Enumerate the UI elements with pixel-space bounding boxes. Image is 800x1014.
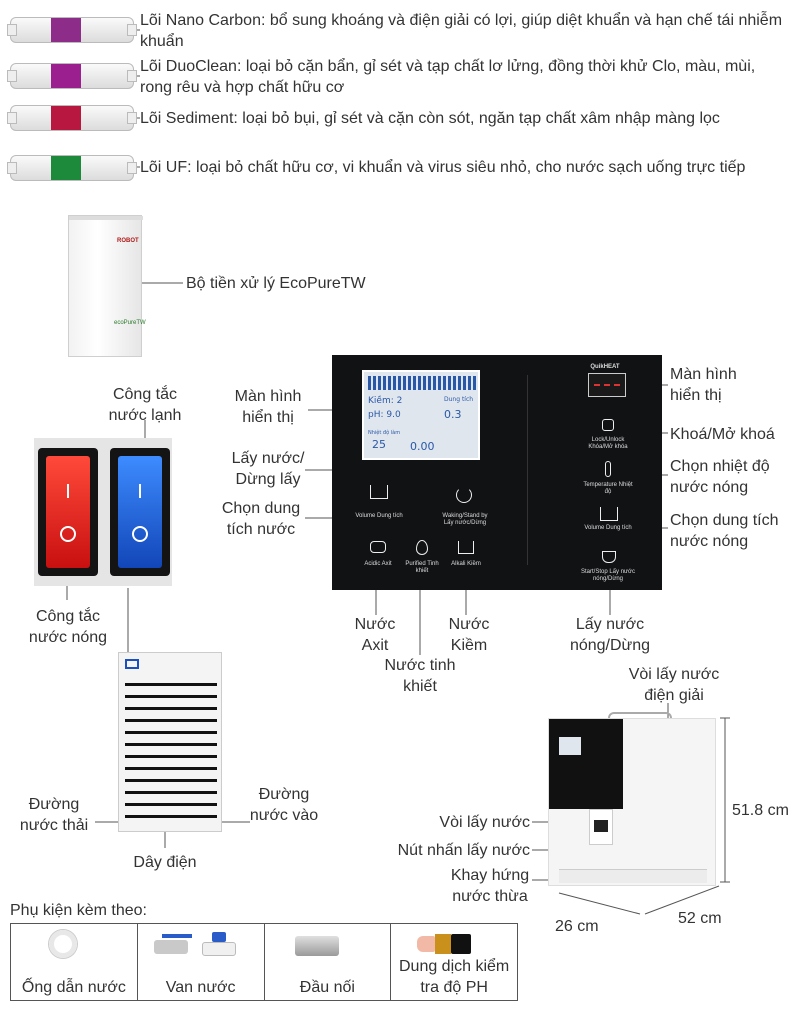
callout-hot-dispense: Lấy nước nóng/Dừng	[569, 616, 651, 654]
filter-sediment-label: Lõi Sediment: loại bỏ bụi, gỉ sét và cặn…	[140, 110, 720, 127]
volume-icon	[370, 485, 388, 499]
acidic-button-label: Acidic Axit	[364, 561, 392, 567]
callout-drain: Đường nước thải	[19, 796, 89, 834]
alkaline-cup-icon	[458, 541, 474, 554]
robot-logo: ROBOT	[117, 238, 139, 244]
callout-push-button: Nút nhấn lấy nước	[397, 842, 530, 859]
hot-volume-icon	[600, 507, 618, 521]
quickheat-label: QuikHEAT	[590, 364, 620, 370]
prefilter-unit-image: ROBOT ecoPureTW	[68, 215, 146, 357]
accessory-valve: Van nước	[138, 924, 265, 1000]
waking-button-label: Waking/Stand by Lấy nước/Dừng	[442, 513, 488, 526]
lock-icon	[602, 419, 614, 431]
machine-back-image	[118, 652, 222, 832]
filter-band	[51, 106, 81, 130]
callout-alkaline-water: Nước Kiềm	[448, 616, 490, 654]
filter-band	[51, 18, 81, 42]
accessories-heading: Phụ kiện kèm theo:	[10, 902, 147, 919]
tube-icon	[49, 930, 77, 958]
callout-acid-water: Nước Axit	[354, 616, 396, 654]
lcd-ph: pH: 9.0	[368, 410, 401, 420]
filter-sediment-image	[7, 105, 137, 131]
connector-icon	[294, 936, 339, 956]
machine-front-image	[548, 718, 716, 886]
callout-hot-volume: Chọn dung tích nước nóng	[670, 512, 779, 550]
hot-volume-button-label: Volume Dung tích	[584, 525, 632, 531]
filter-nano-carbon-image	[7, 17, 137, 43]
filter-duoclean-label: Lõi DuoClean: loại bỏ cặn bẩn, gỉ sét và…	[140, 58, 756, 96]
accessory-ph-test: Dung dịch kiểm tra độ PH	[391, 924, 517, 1000]
brass-valve-icon	[153, 940, 188, 954]
accessory-label: Đầu nối	[299, 979, 355, 996]
front-panel	[549, 719, 623, 809]
hot-cup-icon	[602, 551, 616, 563]
callout-lock-unlock: Khoá/Mở khoá	[670, 426, 775, 443]
ph-bottle-icon	[451, 934, 472, 954]
prefilter-label: Bộ tiền xử lý EcoPureTW	[186, 275, 366, 292]
callout-inlet: Đường nước vào	[249, 786, 319, 824]
lcd-alkaline-level: Kiềm: 2	[368, 396, 403, 406]
filter-nano-carbon-label: Lõi Nano Carbon: bổ sung khoáng và điện …	[140, 12, 783, 50]
filter-band	[51, 156, 81, 180]
temperature-button-label: Temperature Nhiệt độ	[583, 482, 633, 495]
callout-faucet: Vòi lấy nước	[439, 814, 530, 831]
accessory-connector: Đầu nối	[265, 924, 392, 1000]
dimension-depth: 26 cm	[555, 918, 599, 935]
acid-hand-icon	[370, 541, 386, 553]
lcd-flow: 0.00	[410, 440, 435, 453]
droplet-icon	[416, 540, 428, 555]
prefilter-side-text: ecoPureTW	[114, 320, 146, 326]
filter-uf-label: Lõi UF: loại bỏ chất hữu cơ, vi khuẩn và…	[140, 159, 746, 176]
accessory-tube: Ống dẫn nước	[11, 924, 138, 1000]
callout-purified-water: Nước tinh khiết	[384, 657, 456, 695]
purified-button-label: Purified Tinh khiết	[405, 561, 439, 574]
push-button	[589, 809, 613, 845]
filter-band	[51, 64, 81, 88]
filter-duoclean-image	[7, 63, 137, 89]
condenser-coil	[125, 683, 217, 823]
plastic-valve-icon	[201, 942, 236, 956]
filter-uf-image	[7, 155, 137, 181]
callout-cold-switch: Công tắc nước lạnh	[108, 386, 182, 424]
accessory-label: Ống dẫn nước	[21, 979, 126, 996]
callout-display-left: Màn hình hiển thị	[234, 388, 302, 426]
start-stop-button-label: Start/Stop Lấy nước nóng/Dừng	[581, 569, 635, 582]
electrolyte-faucet-pipe	[608, 712, 672, 718]
accessories-table: Ống dẫn nước Van nước Đầu nối Dung dịch …	[10, 923, 518, 1001]
callout-hot-switch: Công tắc nước nóng	[28, 608, 108, 646]
lcd-temp: 25	[372, 438, 386, 451]
accessory-label: Dung dịch kiểm tra độ PH	[398, 958, 510, 996]
drip-tray	[559, 869, 707, 883]
callout-drip-tray: Khay hứng nước thừa	[450, 867, 530, 905]
lock-button-label: Lock/Unlock Khóa/Mở khóa	[588, 437, 628, 450]
volume-button-label: Volume Dung tích	[355, 513, 403, 519]
hot-display	[588, 373, 626, 397]
lcd-volume-label: Dung tích	[444, 396, 474, 403]
switches-image	[34, 438, 172, 586]
callout-display-right: Màn hình hiển thị	[670, 366, 737, 404]
callout-dispense-stop: Lấy nước/ Dừng lấy	[231, 450, 305, 488]
hot-water-switch	[38, 448, 98, 576]
callout-faucet-electrolyte: Vòi lấy nước điện giải	[628, 666, 720, 704]
dimension-width: 52 cm	[678, 910, 722, 927]
lcd-temp-label: Nhiệt độ làm	[368, 430, 401, 436]
alkali-button-label: Alkali Kiềm	[451, 561, 481, 567]
callout-hot-temp: Chọn nhiệt độ nước nóng	[670, 458, 770, 496]
lcd-display: Kiềm: 2 pH: 9.0 Dung tích 0.3 Nhiệt độ l…	[362, 370, 480, 460]
callout-power: Dây điện	[133, 854, 197, 871]
callout-choose-volume: Chọn dung tích nước	[221, 500, 301, 538]
lcd-volume: 0.3	[444, 408, 462, 421]
cold-water-switch	[110, 448, 170, 576]
dimension-height: 51.8 cm	[732, 802, 789, 819]
power-icon	[456, 487, 472, 503]
accessory-label: Van nước	[165, 979, 236, 996]
panel-divider	[527, 375, 528, 565]
thermometer-icon	[605, 461, 611, 477]
control-panel-image: Kiềm: 2 pH: 9.0 Dung tích 0.3 Nhiệt độ l…	[332, 355, 662, 590]
